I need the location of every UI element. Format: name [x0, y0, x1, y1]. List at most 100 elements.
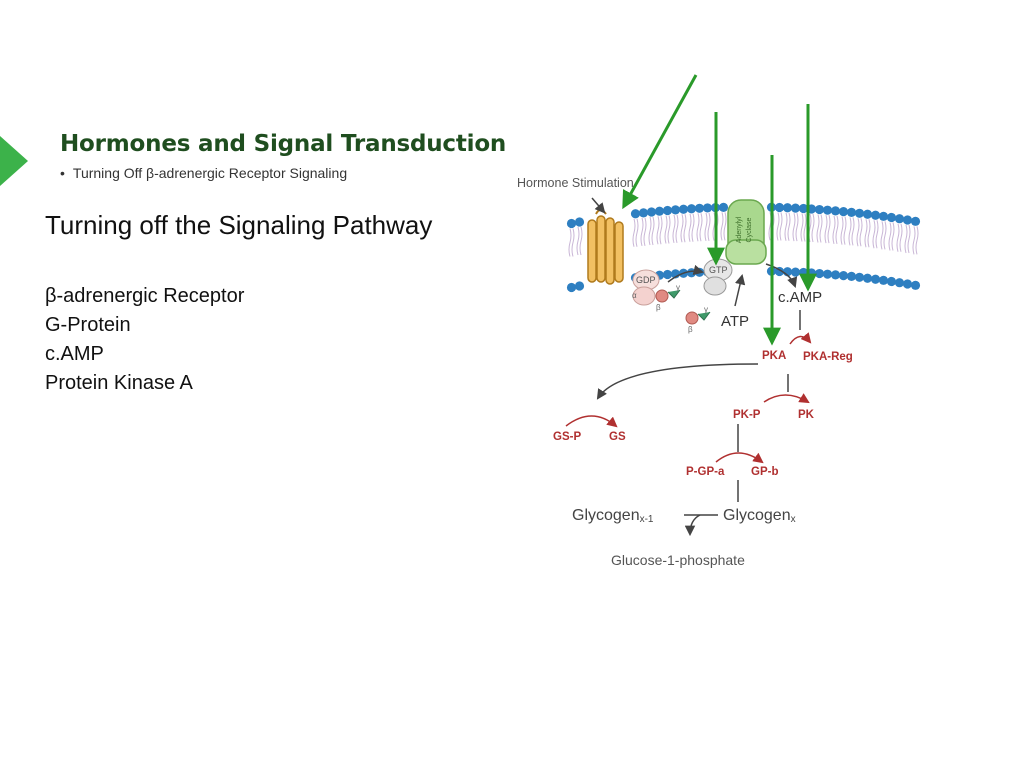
pgp-a-label: P-GP-a	[686, 466, 725, 478]
alpha-label-1: α	[632, 291, 637, 300]
gp-b-label: GP-b	[751, 466, 778, 478]
hormone-stimulation-label: Hormone Stimulation	[517, 176, 634, 190]
lipid-tail	[664, 215, 671, 244]
gdp-label: GDP	[636, 275, 656, 285]
g-protein-gdp-shape: GDP α β γ	[632, 269, 681, 312]
lipid-head	[654, 206, 665, 216]
gamma-label-1: γ	[676, 283, 680, 292]
lipid-head	[774, 202, 785, 213]
lipid-head	[902, 279, 913, 289]
lipid-head	[894, 278, 905, 288]
lipid-tail	[904, 224, 911, 254]
lipid-tail	[680, 214, 687, 243]
lipid-head	[646, 207, 657, 217]
lipid-head	[830, 270, 841, 280]
pk-label: PK	[798, 409, 815, 421]
lipid-tail	[640, 217, 647, 246]
lipid-tail	[792, 212, 799, 242]
lipid-tail	[864, 219, 871, 248]
beta-label-2: β	[688, 325, 693, 334]
bullet-icon: •	[60, 165, 65, 181]
section-heading: Turning off the Signaling Pathway	[45, 210, 433, 240]
lipid-tail	[912, 226, 919, 255]
lipid-head	[662, 269, 673, 280]
lipid-head	[862, 209, 873, 219]
lipid-head	[670, 205, 681, 215]
lipid-head	[910, 216, 921, 226]
lipid-head	[694, 203, 705, 213]
pka-label: PKA	[762, 350, 786, 362]
lipid-tail	[832, 215, 839, 244]
beta-adrenergic-receptor-shape	[587, 209, 624, 285]
gs-p-label: GS-P	[553, 431, 581, 443]
gs-label: GS	[609, 431, 626, 443]
glycogen-x-label: Glycogenx	[723, 507, 796, 525]
lipid-head	[846, 207, 857, 218]
lipid-tail	[840, 216, 847, 245]
lipid-head	[902, 215, 913, 225]
atp-label: ATP	[721, 313, 749, 330]
glycogen-x1-label: Glycogenx-1	[572, 507, 654, 525]
lipid-tail	[816, 214, 823, 243]
lipid-head	[910, 280, 921, 290]
pk-p-label: PK-P	[733, 409, 761, 421]
slide-subtitle: • Turning Off β-adrenergic Receptor Signa…	[60, 165, 347, 181]
lipid-head	[782, 203, 793, 213]
lipid-tail	[776, 212, 783, 241]
beta-label-1: β	[656, 303, 661, 312]
pka-reg-label: PKA-Reg	[803, 351, 853, 363]
lipid-head	[878, 211, 889, 221]
lipid-tail	[672, 214, 679, 243]
lipid-head	[566, 282, 577, 293]
adenylyl-label: Adenylyl	[736, 216, 743, 243]
pathway-arrows	[565, 197, 812, 537]
lipid-tail	[568, 228, 575, 257]
lipid-tail	[824, 215, 831, 244]
lipid-head	[798, 203, 809, 214]
lipid-tail	[632, 218, 639, 247]
lipid-head	[854, 208, 865, 218]
term-g-protein: G-Protein	[45, 314, 131, 336]
lipid-tail	[800, 213, 807, 242]
lipid-head	[870, 274, 881, 284]
lipid-head	[662, 205, 673, 216]
adenylyl-cyclase-shape: Adenylyl Cyclase	[725, 199, 767, 265]
lipid-head	[814, 204, 825, 215]
lipid-head	[686, 204, 697, 214]
lipid-head	[822, 205, 833, 215]
lipid-tail	[880, 221, 887, 250]
lipid-head	[702, 203, 713, 213]
lipid-head	[790, 267, 801, 277]
cyclase-label: Cyclase	[746, 217, 753, 242]
lipid-head	[686, 268, 697, 278]
lipid-head	[694, 267, 705, 277]
glucose-1-phosphate-label: Glucose-1-phosphate	[611, 552, 745, 568]
lipid-head	[566, 218, 577, 229]
lipid-tail	[888, 222, 895, 251]
slide-title: Hormones and Signal Transduction	[60, 131, 507, 157]
subtitle-text: Turning Off β-adrenergic Receptor Signal…	[72, 165, 348, 181]
lipid-head	[718, 202, 729, 212]
lipid-tail	[576, 226, 583, 256]
lipid-head	[862, 273, 873, 283]
lipid-tail	[808, 213, 815, 243]
pointer-arrows	[622, 74, 817, 346]
lipid-head	[838, 206, 849, 217]
lipid-head	[790, 203, 801, 213]
term-list: β-adrenergic Receptor G-Protein c.AMP Pr…	[45, 282, 244, 398]
lipid-head	[630, 209, 641, 219]
lipid-head	[870, 210, 881, 220]
lipid-tail	[656, 216, 663, 245]
lipid-head	[854, 272, 865, 282]
lipid-head	[574, 217, 585, 227]
lipid-head	[830, 206, 841, 216]
term-receptor: β-adrenergic Receptor	[45, 285, 245, 307]
pointer-arrow-receptor	[622, 74, 698, 210]
lipid-head	[894, 214, 905, 224]
lipid-tail	[648, 216, 655, 246]
beta-gamma-subunit-shape: β γ	[685, 305, 711, 334]
membrane-tails	[568, 212, 919, 257]
lipid-head	[574, 281, 585, 291]
gamma-label-2: γ	[704, 305, 708, 314]
